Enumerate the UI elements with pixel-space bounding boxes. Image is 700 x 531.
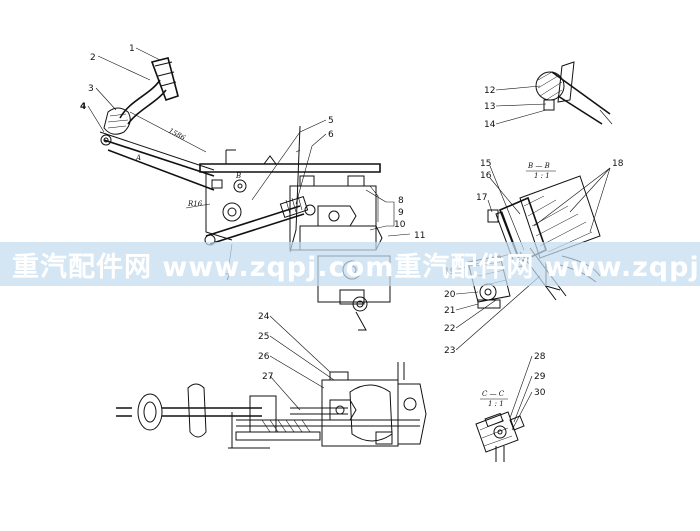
callout-17: 17	[476, 193, 487, 203]
section-cc: C — C 1 : 1	[475, 390, 525, 462]
callout-22: 22	[444, 324, 455, 334]
callout-5: 5	[328, 116, 334, 126]
section-scale-cc: 1 : 1	[488, 400, 504, 408]
callout-10: 10	[394, 220, 406, 230]
pedal-assembly: 1586 A	[99, 57, 215, 191]
callout-4: 4	[80, 102, 86, 112]
section-bb: B — B 1 : 1	[467, 162, 601, 309]
callout-25: 25	[258, 332, 269, 342]
dim-label-2: R16	[187, 200, 203, 208]
callout-8: 8	[398, 196, 404, 206]
callout-28: 28	[534, 352, 546, 362]
callout-11: 11	[414, 231, 425, 241]
callout-26: 26	[258, 352, 270, 362]
callout-21: 21	[444, 306, 455, 316]
callout-1: 1	[129, 44, 135, 54]
callout-18: 18	[612, 159, 624, 169]
callout-16: 16	[480, 171, 492, 181]
callout-23: 23	[444, 346, 455, 356]
callout-3: 3	[88, 84, 94, 94]
callout-29: 29	[534, 372, 546, 382]
watermark-text: 重汽配件网 www.zqpj.com重汽配件网 www.zqpj.com	[12, 251, 700, 283]
callout-6: 6	[328, 130, 334, 140]
callout-15: 15	[480, 159, 491, 169]
callout-27: 27	[262, 372, 273, 382]
section-scale-bb: 1 : 1	[534, 172, 550, 180]
callout-12: 12	[484, 86, 495, 96]
callout-14: 14	[484, 120, 496, 130]
section-mark-b: B	[235, 172, 241, 180]
push-rod	[204, 125, 316, 253]
callout-9: 9	[398, 208, 404, 218]
section-mark-a: A	[135, 154, 141, 162]
plan-view	[116, 362, 427, 449]
callout-30: 30	[534, 388, 546, 398]
detail-ball-joint	[535, 61, 613, 125]
callout-20: 20	[444, 290, 456, 300]
bracket-plate: B R16	[185, 149, 381, 241]
dim-label: 1586	[167, 127, 187, 143]
callout-2: 2	[90, 53, 96, 63]
section-title-cc: C — C	[482, 390, 505, 398]
section-title-bb: B — B	[527, 162, 550, 170]
watermark-band: 重汽配件网 www.zqpj.com重汽配件网 www.zqpj.com	[0, 242, 700, 286]
callout-13: 13	[484, 102, 495, 112]
leader-lines	[87, 47, 611, 431]
callout-24: 24	[258, 312, 270, 322]
